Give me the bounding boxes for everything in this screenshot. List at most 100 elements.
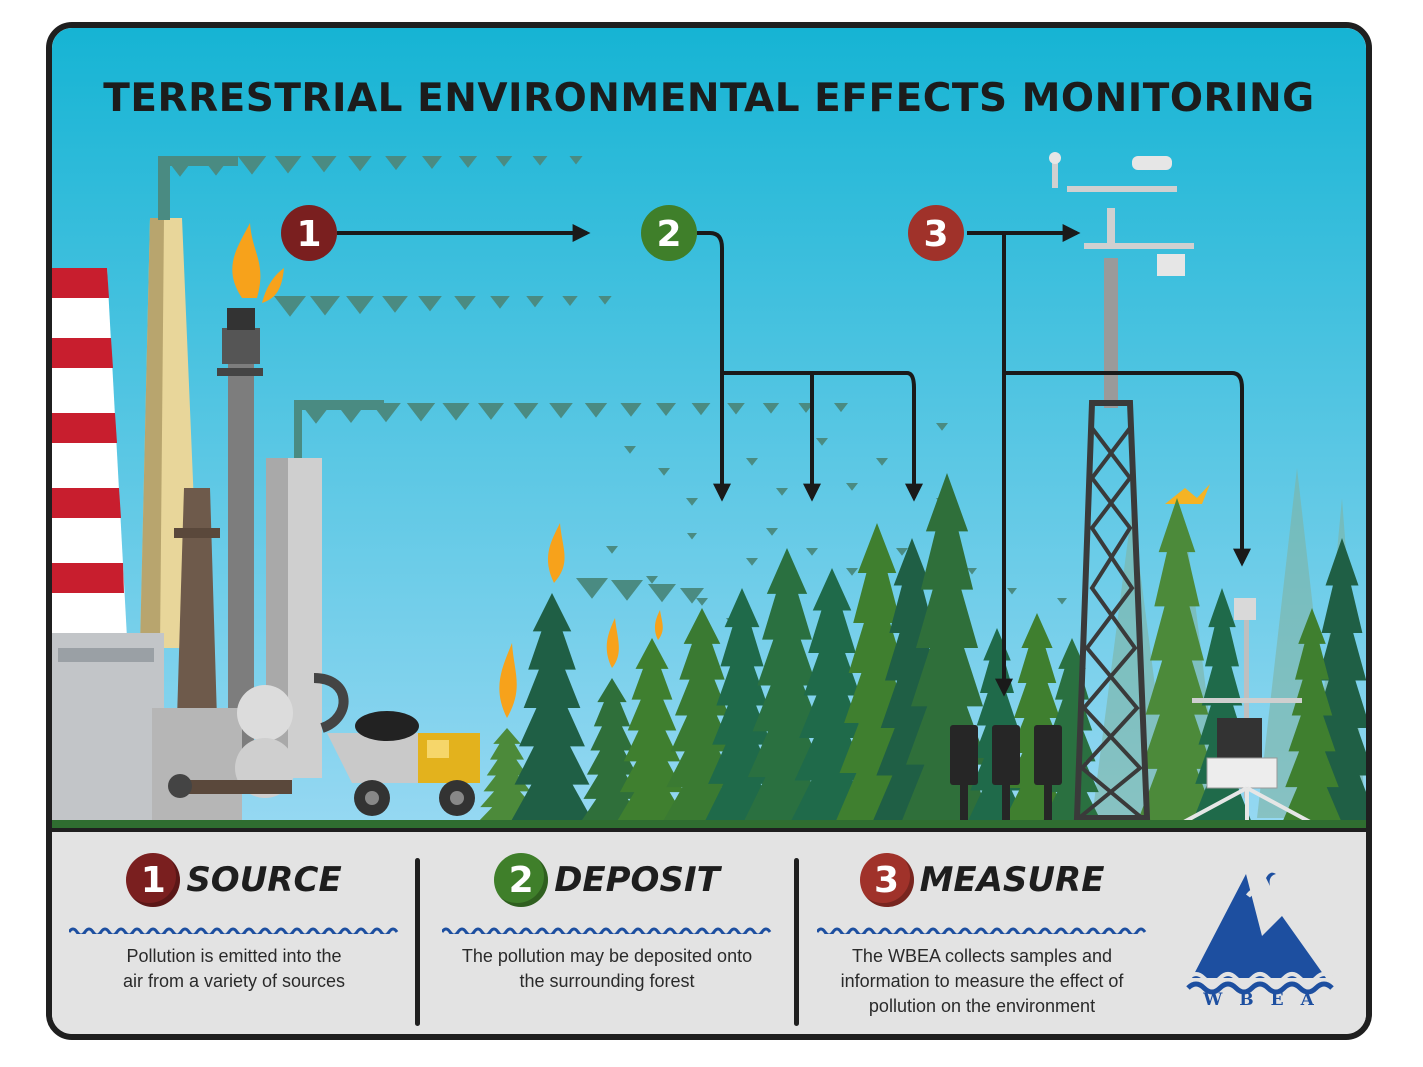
pollution-particle [1007,588,1017,595]
pollution-particle [274,156,302,174]
pollution-particle [310,296,340,316]
air-samplers [950,725,1062,823]
monitoring-station [1181,598,1313,825]
pollution-particle [816,438,828,446]
pollution-particle [311,156,337,173]
step-source-head: 1 SOURCE [64,850,404,910]
pollution-particle [766,528,778,536]
pollution-particle [691,403,711,416]
pollution-particle [936,423,948,431]
pollution-particle [549,403,573,419]
step-deposit: 2 DEPOSIT The pollution may be deposited… [437,850,777,994]
pollution-particle [687,533,697,540]
pollution-particle [495,156,513,167]
pollution-particle [576,578,608,599]
pollution-particle [532,156,548,166]
page-title: TERRESTRIAL ENVIRONMENTAL EFFECTS MONITO… [103,76,1315,121]
pollution-particle [406,403,436,422]
wbea-logo-text: WBEA [1203,990,1331,1010]
step-deposit-badge: 2 [494,853,549,907]
pollution-particle [526,296,544,308]
pine-tree [510,593,594,823]
pollution-particle [833,403,849,413]
pollution-particle [274,296,306,317]
pollution-particle [598,296,612,305]
infographic-frame: 1 2 3 TERRESTRIAL ENVIRONMENTAL EFFECTS … [46,22,1372,1040]
pollution-particle [798,403,814,413]
industrial-stacks [52,156,384,823]
pollution-particle [686,498,698,506]
pollution-particle [454,296,476,311]
scene-badge-1-number: 1 [296,214,321,255]
pollution-particle [422,156,442,169]
pollution-particle [846,568,858,576]
wave-divider-icon [817,927,1147,934]
pollution-particle [606,546,618,554]
scene-badge-1: 1 [281,205,337,261]
pollution-particle [237,156,267,175]
pollution-particle [1057,598,1067,605]
pollution-particle [746,458,758,466]
pollution-particle [569,156,583,165]
pollution-particle [385,156,407,171]
pollution-particle [696,598,708,606]
pollution-particle [346,296,374,315]
pollution-particle [418,296,442,312]
pollution-particle [648,584,676,603]
scene-badge-2-number: 2 [656,214,681,255]
step-deposit-title: DEPOSIT [554,860,720,900]
pollution-particle [846,483,858,491]
scene-badges: 1 2 3 [281,205,964,261]
pollution-particle [562,296,578,307]
pollution-particle [727,403,745,415]
scene-badge-3: 3 [908,205,964,261]
flames [232,223,1210,718]
pine-tree [1137,498,1217,823]
pollution-particle [776,488,788,496]
weather-tower [1049,152,1194,821]
pollution-particle [896,548,908,556]
arrow-deposit-down [697,231,731,502]
pine-tree [477,728,537,823]
step-measure-badge: 3 [859,853,914,907]
pollution-particle [490,296,510,309]
pine-tree [616,638,688,823]
column-divider [794,858,799,1026]
pollution-particle [762,403,780,414]
pollution-particle [620,403,642,417]
pollution-particle [680,588,704,604]
pollution-particle [513,403,539,420]
pollution-particle [746,558,758,566]
scene-badge-2: 2 [641,205,697,261]
pollution-particle [442,403,470,421]
wave-divider-icon [442,927,772,934]
scene-badge-3-number: 3 [923,214,948,255]
step-source-title: SOURCE [186,860,342,900]
pollution-particle [611,580,643,601]
arrow-measure-down-station [1004,371,1251,567]
pollution-particle [382,296,408,313]
pollution-particle [477,403,505,420]
wave-divider-icon [69,927,399,934]
pollution-particle [876,458,888,466]
pollution-particle [624,446,636,454]
pollution-particle [658,468,670,476]
step-measure-title: MEASURE [919,860,1105,900]
step-source-badge: 1 [126,853,181,907]
ground [52,820,1366,830]
pollution-particle [967,568,977,575]
step-measure-head: 3 MEASURE [812,850,1152,910]
column-divider [415,858,420,1026]
pollution-particle [655,403,677,417]
step-deposit-head: 2 DEPOSIT [437,850,777,910]
scene: 1 2 3 [52,28,1366,1034]
pollution-particle [458,156,478,168]
wbea-logo-icon [1186,872,1334,995]
pollution-particle [646,576,658,584]
haul-truck [327,711,480,816]
